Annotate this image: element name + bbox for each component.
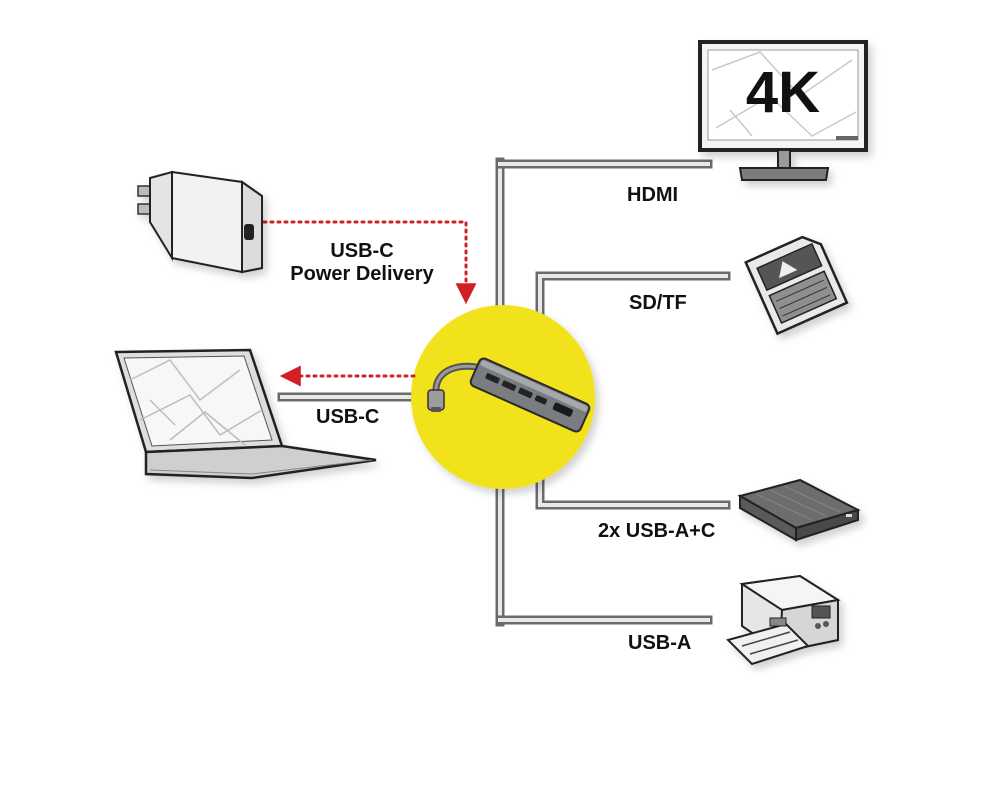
power-label-subtitle: Power Delivery xyxy=(290,263,434,285)
laptop-icon xyxy=(114,348,377,480)
power-label: USB-C Power Delivery xyxy=(272,240,452,286)
host-label: USB-C xyxy=(316,406,380,428)
monitor-label: HDMI xyxy=(627,184,679,206)
printer-icon xyxy=(726,574,841,666)
drive-label: 2x USB-A+C xyxy=(598,520,716,542)
card-reader-label: SD/TF xyxy=(629,292,687,314)
sd-card-icon xyxy=(744,235,849,336)
printer-label: USB-A xyxy=(628,632,692,654)
drive-line xyxy=(535,465,731,510)
power-arrow xyxy=(262,220,477,305)
power-adapter-icon xyxy=(137,170,263,274)
external-drive-icon xyxy=(737,478,861,542)
usb-c-hub-icon xyxy=(427,357,591,433)
monitor-4k-badge: 4K xyxy=(745,60,821,125)
power-label-title: USB-C xyxy=(330,240,394,262)
sd-line xyxy=(535,271,731,317)
monitor-4k-icon xyxy=(698,40,868,181)
connector-lines xyxy=(277,157,731,627)
